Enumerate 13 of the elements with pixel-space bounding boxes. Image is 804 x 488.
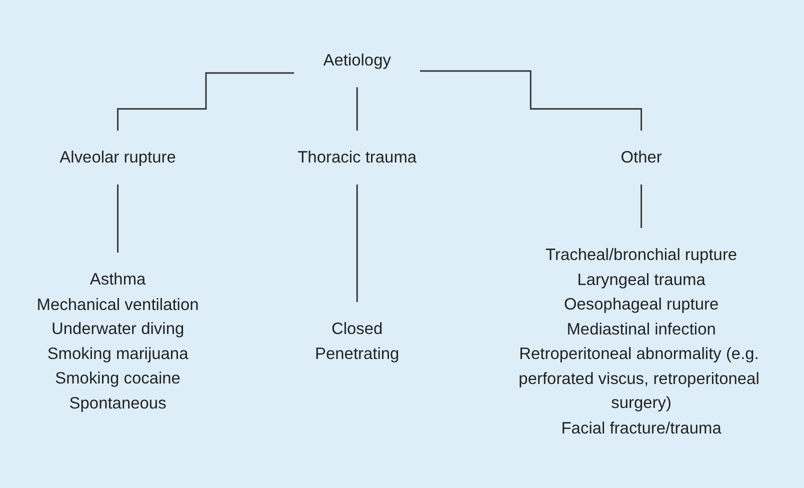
node-text: Other: [620, 148, 662, 167]
node-text: Alveolar rupture: [60, 148, 176, 167]
connector: [117, 72, 294, 132]
node-text: Asthma Mechanical ventilation Underwater diving Smoking marijuana Smoking cocaine Spontaneous: [36, 270, 199, 412]
node-text: Closed Penetrating: [314, 320, 400, 363]
node-text: Thoracic trauma: [298, 148, 417, 167]
node-text: Tracheal/bronchial rupture Laryngeal trauma Oesophageal rupture Mediastinal infection Retroperitoneal abnormality (e.g. perforated viscus, retroperitoneal surgery) Facial fracture/trauma: [518, 245, 760, 437]
connector: [356, 184, 358, 303]
connector: [117, 184, 119, 254]
connector: [420, 70, 642, 132]
node-text: Aetiology: [323, 50, 391, 70]
connector: [356, 86, 358, 132]
connector: [640, 184, 642, 229]
